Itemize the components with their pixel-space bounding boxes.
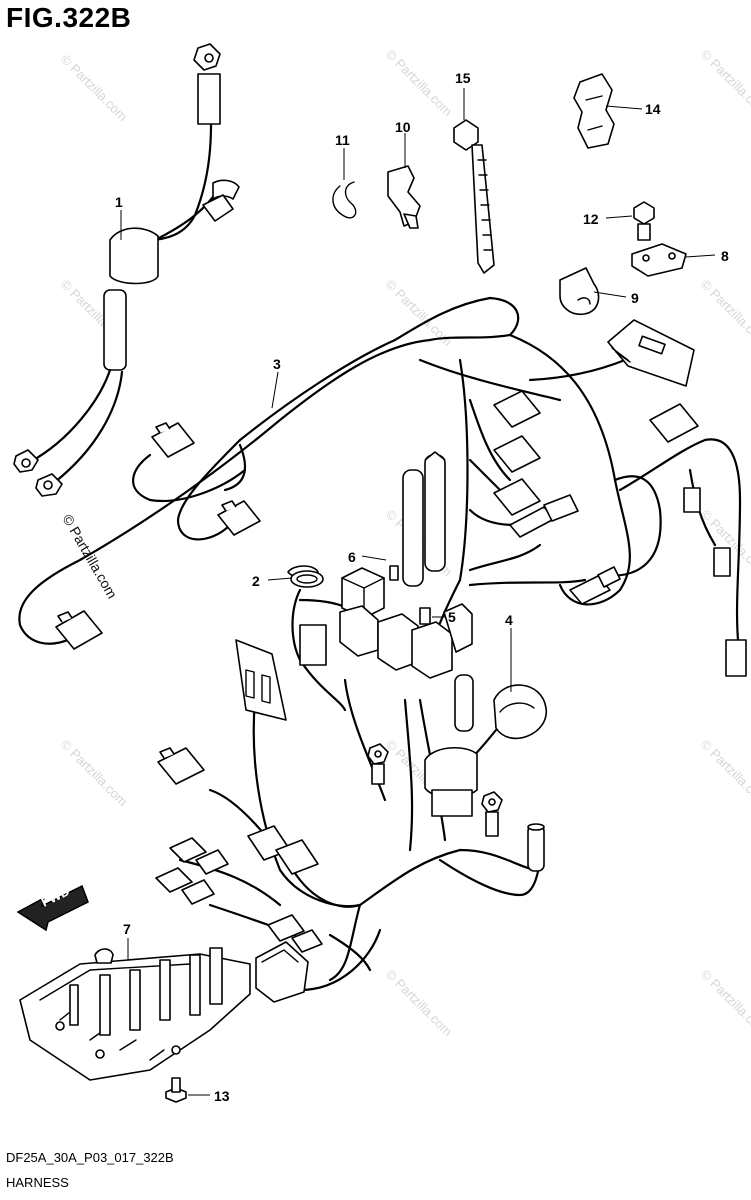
spring-clip-11[interactable] — [332, 181, 357, 219]
callout-2: 2 — [252, 573, 260, 589]
harness-boot[interactable] — [424, 674, 478, 817]
watermark: © Partzilla.com — [698, 277, 751, 350]
callout-7: 7 — [123, 921, 131, 937]
flat-connector[interactable] — [235, 639, 287, 721]
callout-leaders — [120, 88, 716, 1096]
main-harness[interactable] — [18, 296, 742, 992]
watermark: © Partzilla.com — [383, 47, 456, 120]
callout-14: 14 — [645, 101, 661, 117]
callout-13: 13 — [214, 1088, 230, 1104]
bolt-12[interactable] — [633, 201, 655, 241]
ring-terminals[interactable] — [367, 743, 503, 837]
callout-4: 4 — [505, 612, 513, 628]
callout-11: 11 — [335, 132, 350, 148]
temperature-probe[interactable] — [527, 823, 545, 872]
figure-name: HARNESS — [6, 1175, 69, 1190]
callout-10: 10 — [395, 119, 411, 135]
screw-13[interactable] — [165, 1077, 187, 1103]
watermark: © Partzilla.com — [383, 967, 456, 1040]
callout-9: 9 — [631, 290, 639, 306]
watermark: © Partzilla.com — [698, 737, 751, 810]
lower-connector-group[interactable] — [155, 747, 323, 1003]
bracket-clip-10[interactable] — [387, 165, 421, 229]
watermark: © Partzilla.com — [58, 52, 131, 125]
callout-8: 8 — [721, 248, 729, 264]
cable-tie-15[interactable] — [453, 119, 495, 274]
callout-6: 6 — [348, 549, 356, 565]
o-ring-2[interactable] — [290, 570, 324, 588]
plate-8[interactable] — [631, 243, 687, 277]
clamp-9[interactable] — [559, 267, 600, 316]
figure-code: DF25A_30A_P03_017_322B — [6, 1150, 174, 1165]
fwd-arrow: FWD — [16, 883, 89, 932]
connector-group[interactable] — [55, 390, 747, 677]
callout-labels: 1 2 3 4 5 6 7 8 9 10 11 12 13 14 15 — [115, 70, 729, 1104]
watermark-dark: © Partzilla.com — [59, 512, 120, 602]
battery-cable[interactable] — [13, 43, 240, 497]
watermark: © Partzilla.com — [58, 737, 131, 810]
callout-15: 15 — [455, 70, 471, 86]
watermark: © Partzilla.com — [698, 967, 751, 1040]
fuse-holder-tubes[interactable] — [402, 451, 446, 587]
watermark: © Partzilla.com — [698, 47, 751, 120]
callout-3: 3 — [273, 356, 281, 372]
protector-plate[interactable] — [19, 947, 251, 1081]
callout-1: 1 — [115, 194, 123, 210]
figure-title: FIG.322B — [6, 2, 132, 33]
callout-5: 5 — [448, 609, 456, 625]
callout-12: 12 — [583, 211, 599, 227]
clip-14[interactable] — [573, 73, 615, 149]
multi-pin-connector[interactable] — [607, 319, 695, 387]
relay-block[interactable] — [287, 565, 473, 679]
